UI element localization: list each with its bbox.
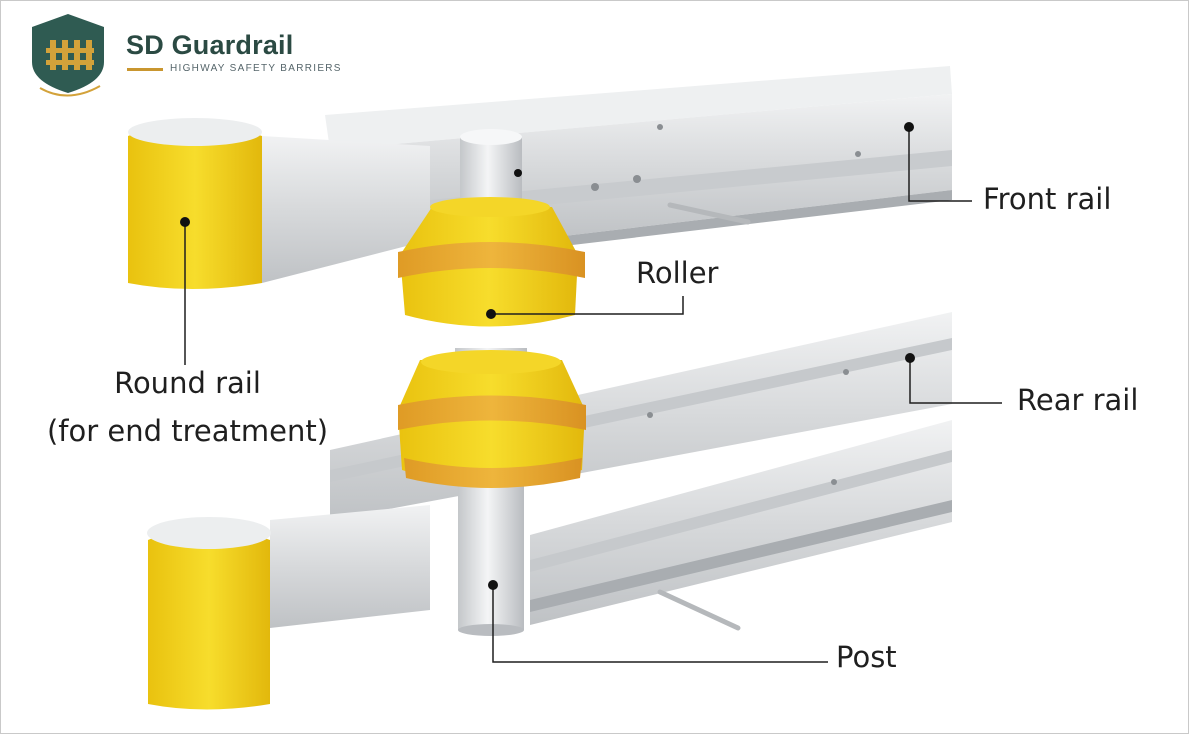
roller-leader bbox=[491, 296, 684, 315]
front-rail-dot bbox=[904, 122, 914, 132]
post-top-dot bbox=[514, 169, 522, 177]
fence-icon bbox=[46, 40, 94, 70]
post-leader bbox=[492, 585, 828, 663]
rear-rail-leader bbox=[909, 358, 1002, 404]
label-round-rail: Round rail bbox=[114, 366, 261, 400]
post bbox=[458, 129, 524, 636]
lower-round-rail bbox=[147, 505, 430, 710]
logo bbox=[32, 14, 104, 97]
label-post: Post bbox=[836, 640, 897, 674]
front-rail-leader bbox=[908, 127, 972, 202]
brand-accent-bar bbox=[127, 68, 163, 71]
label-round-rail-note: (for end treatment) bbox=[46, 414, 329, 448]
roller-lower bbox=[398, 350, 586, 488]
label-rear-rail: Rear rail bbox=[1017, 383, 1139, 417]
callout-leaders bbox=[184, 127, 1002, 663]
label-roller: Roller bbox=[636, 256, 719, 290]
lower-rail bbox=[530, 420, 952, 631]
round-rail-dot bbox=[180, 217, 190, 227]
rear-rail-dot bbox=[905, 353, 915, 363]
label-front-rail: Front rail bbox=[983, 182, 1112, 216]
callout-dots bbox=[180, 122, 915, 590]
upper-round-rail bbox=[128, 118, 430, 289]
roller-dot bbox=[486, 309, 496, 319]
post-dot bbox=[488, 580, 498, 590]
roller-upper bbox=[398, 197, 585, 327]
brand-name: SD Guardrail bbox=[126, 30, 294, 60]
brand-tagline: HIGHWAY SAFETY BARRIERS bbox=[170, 63, 342, 74]
